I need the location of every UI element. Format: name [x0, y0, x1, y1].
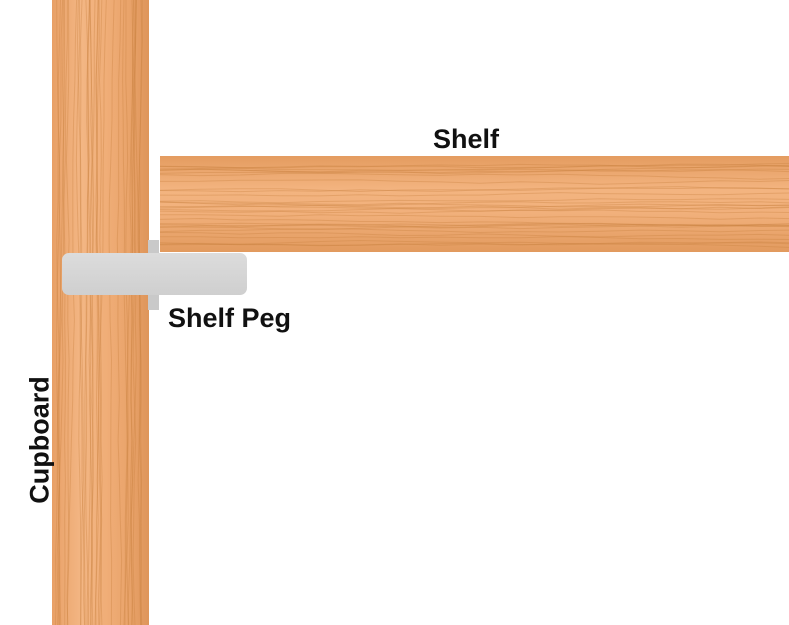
grain-line: [127, 0, 135, 625]
grain-line: [160, 205, 789, 214]
grain-line: [137, 0, 143, 625]
grain-line: [124, 0, 135, 625]
grain-line: [159, 192, 789, 197]
grain-line: [159, 217, 789, 227]
grain-line: [95, 0, 103, 625]
grain-line: [132, 0, 137, 625]
grain-line: [122, 0, 130, 625]
shelf-wood-grain: [159, 162, 789, 248]
grain-line: [159, 201, 789, 208]
grain-line: [75, 0, 84, 625]
grain-line: [83, 0, 90, 625]
grain-line: [159, 239, 789, 248]
shelf-peg-support: [62, 253, 247, 295]
grain-line: [88, 0, 93, 625]
grain-line: [134, 0, 143, 625]
grain-line: [108, 0, 115, 625]
grain-line: [160, 236, 789, 240]
grain-line: [159, 187, 789, 193]
grain-line: [65, 0, 70, 625]
grain-line: [159, 198, 789, 204]
shelf-peg: [62, 240, 247, 310]
grain-line: [57, 0, 68, 625]
grain-line: [95, 0, 100, 625]
grain-line: [138, 0, 143, 625]
grain-line: [159, 206, 789, 214]
grain-line: [159, 241, 789, 247]
grain-line: [79, 0, 86, 625]
cupboard-panel: [52, 0, 149, 625]
grain-line: [90, 0, 96, 625]
grain-line: [159, 163, 789, 169]
grain-line: [66, 0, 78, 625]
grain-line: [130, 0, 135, 625]
grain-line: [159, 186, 789, 193]
grain-line: [62, 0, 66, 625]
grain-line: [159, 165, 789, 177]
grain-line: [160, 214, 789, 220]
cupboard-label: Cupboard: [24, 376, 55, 504]
grain-line: [159, 201, 789, 209]
grain-line: [55, 0, 64, 625]
grain-line: [94, 0, 101, 625]
grain-line: [99, 0, 107, 625]
grain-line: [159, 168, 789, 173]
grain-line: [159, 241, 789, 246]
grain-line: [159, 226, 789, 234]
grain-line: [159, 201, 789, 210]
grain-line: [89, 0, 94, 625]
grain-line: [116, 0, 123, 625]
grain-line: [86, 0, 92, 625]
grain-line: [78, 0, 82, 625]
grain-line: [97, 0, 103, 625]
grain-line: [56, 0, 62, 625]
grain-line: [159, 168, 789, 174]
grain-line: [159, 222, 789, 228]
grain-line: [159, 223, 789, 228]
grain-line: [159, 223, 789, 233]
grain-line: [159, 222, 789, 228]
grain-line: [159, 162, 789, 172]
grain-line: [54, 0, 65, 625]
grain-line: [130, 0, 137, 625]
grain-line: [159, 171, 789, 180]
grain-line: [159, 179, 789, 185]
shelf-board: [159, 156, 789, 252]
grain-line: [85, 0, 91, 625]
shelf-peg-label: Shelf Peg: [168, 303, 292, 333]
grain-line: [123, 0, 129, 625]
grain-line: [159, 232, 789, 238]
cupboard-wood-grain: [54, 0, 143, 625]
grain-line: [159, 203, 789, 212]
shelf-label: Shelf: [433, 124, 500, 154]
grain-line: [56, 0, 61, 625]
grain-line: [159, 163, 789, 169]
